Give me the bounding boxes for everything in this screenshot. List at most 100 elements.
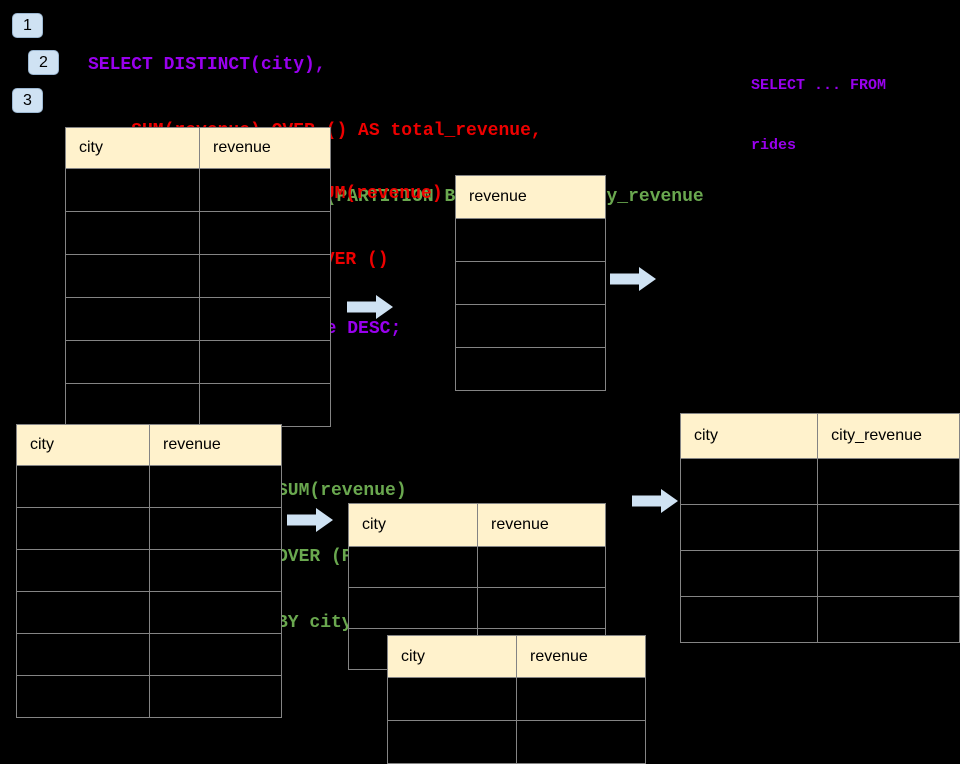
- table-row: [65, 254, 331, 298]
- table-cell-empty: [477, 587, 606, 629]
- table-row: [679, 596, 960, 643]
- table-header-row: city revenue: [65, 127, 331, 169]
- table-row: [679, 504, 960, 551]
- column-header-city: city: [679, 413, 819, 459]
- table-cell-empty: [387, 677, 517, 721]
- step-badge-3: 3: [12, 88, 43, 113]
- arrow-right-icon: [632, 489, 678, 513]
- table-cell-empty: [516, 677, 646, 721]
- table-header-row: city revenue: [387, 635, 646, 678]
- table-cell-empty: [817, 596, 960, 643]
- table-cell-empty: [149, 507, 282, 550]
- table-cell-empty: [817, 504, 960, 551]
- table-cell-empty: [65, 297, 200, 341]
- total-revenue-result-table: revenue: [455, 175, 606, 391]
- table-row: [679, 550, 960, 597]
- table-row: [387, 720, 646, 764]
- table-cell-empty: [199, 340, 331, 384]
- table-cell-empty: [455, 347, 606, 391]
- table-cell-empty: [199, 211, 331, 255]
- column-header-city: city: [348, 503, 478, 547]
- table-row: [16, 633, 282, 676]
- from-rides-note: SELECT ... FROM rides: [751, 36, 886, 176]
- table-row: [387, 677, 646, 721]
- total-revenue-label-line2: OVER (): [313, 250, 389, 270]
- column-header-city: city: [16, 424, 150, 466]
- column-header-city: city: [65, 127, 200, 169]
- table-cell-empty: [65, 383, 200, 427]
- step-badge-2: 2: [28, 50, 59, 75]
- table-cell-empty: [679, 458, 819, 505]
- from-rides-note-line1: SELECT ... FROM: [751, 77, 887, 94]
- column-header-revenue: revenue: [199, 127, 331, 169]
- table-row: [455, 218, 606, 262]
- table-cell-empty: [679, 596, 819, 643]
- table-row: [65, 211, 331, 255]
- table-row: [65, 383, 331, 427]
- partition-step-table-b: city revenue: [387, 635, 646, 764]
- table-cell-empty: [387, 720, 517, 764]
- table-cell-empty: [149, 675, 282, 718]
- table-cell-empty: [679, 550, 819, 597]
- table-cell-empty: [149, 591, 282, 634]
- table-row: [16, 507, 282, 550]
- table-row: [16, 549, 282, 592]
- column-header-revenue: revenue: [477, 503, 606, 547]
- table-cell-empty: [199, 254, 331, 298]
- table-cell-empty: [16, 675, 150, 718]
- table-row: [455, 261, 606, 305]
- column-header-revenue: revenue: [149, 424, 282, 466]
- table-cell-empty: [817, 458, 960, 505]
- step-badge-1: 1: [12, 13, 43, 38]
- table-row: [679, 458, 960, 505]
- arrow-right-icon: [287, 508, 333, 532]
- table-row: [16, 591, 282, 634]
- total-revenue-label-line1: SUM(revenue): [313, 184, 443, 204]
- arrow-right-icon: [347, 295, 393, 319]
- table-cell-empty: [16, 633, 150, 676]
- table-cell-empty: [16, 549, 150, 592]
- table-header-row: city revenue: [16, 424, 282, 466]
- table-row: [65, 340, 331, 384]
- partition-label-line1: SUM(revenue): [277, 481, 407, 501]
- table-cell-empty: [199, 297, 331, 341]
- table-row: [455, 304, 606, 348]
- table-cell-empty: [455, 218, 606, 262]
- table-header-row: revenue: [455, 175, 606, 219]
- city-revenue-result-table: city city_revenue: [679, 413, 960, 643]
- table-cell-empty: [65, 254, 200, 298]
- table-cell-empty: [16, 465, 150, 508]
- table-header-row: city city_revenue: [679, 413, 960, 459]
- table-row: [16, 465, 282, 508]
- table-header-row: city revenue: [348, 503, 606, 547]
- table-cell-empty: [348, 587, 478, 629]
- table-cell-empty: [65, 211, 200, 255]
- column-header-city-revenue: city_revenue: [817, 413, 960, 459]
- table-cell-empty: [817, 550, 960, 597]
- from-rides-note-line2: rides: [751, 137, 797, 154]
- table-cell-empty: [455, 261, 606, 305]
- table-cell-empty: [679, 504, 819, 551]
- table-cell-empty: [16, 507, 150, 550]
- arrow-right-icon: [610, 267, 656, 291]
- rides-source-table-bottom: city revenue: [16, 424, 282, 718]
- column-header-revenue: revenue: [516, 635, 646, 678]
- table-cell-empty: [477, 546, 606, 588]
- sql-line-select: SELECT DISTINCT(city),: [88, 55, 326, 75]
- table-cell-empty: [516, 720, 646, 764]
- table-row: [455, 347, 606, 391]
- table-cell-empty: [65, 168, 200, 212]
- table-row: [16, 675, 282, 718]
- table-cell-empty: [199, 383, 331, 427]
- table-cell-empty: [149, 465, 282, 508]
- table-cell-empty: [65, 340, 200, 384]
- table-row: [65, 297, 331, 341]
- table-cell-empty: [16, 591, 150, 634]
- table-row: [65, 168, 331, 212]
- table-row: [348, 587, 606, 629]
- table-cell-empty: [455, 304, 606, 348]
- table-cell-empty: [348, 546, 478, 588]
- slide-canvas: { "colors": { "background": "#000000", "…: [12, 13, 960, 764]
- table-cell-empty: [199, 168, 331, 212]
- table-cell-empty: [149, 549, 282, 592]
